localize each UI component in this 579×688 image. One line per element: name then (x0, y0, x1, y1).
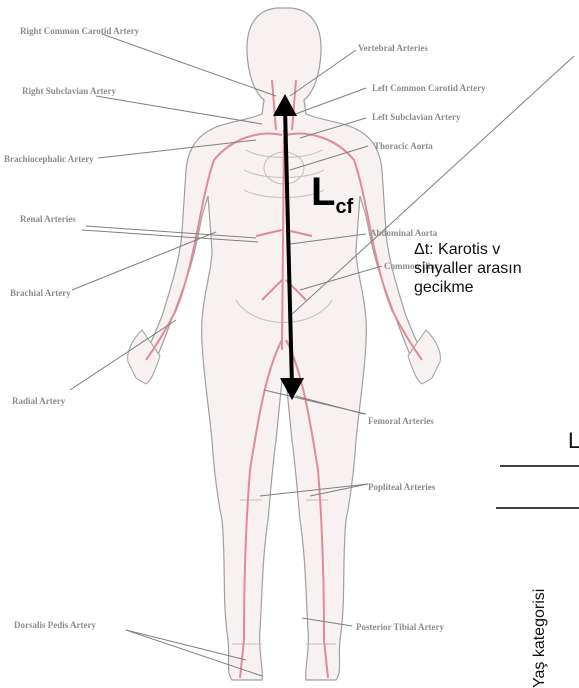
lcf-subscript: cf (335, 196, 353, 218)
label-renal-arteries: Renal Arteries (20, 214, 76, 224)
label-abdominal-aorta: Abdominal Aorta (370, 228, 437, 238)
label-right-subclavian-artery: Right Subclavian Artery (22, 86, 116, 96)
delta-t-line-2: sinyaller arasın (414, 259, 579, 278)
delta-t-line-3: gecikme (414, 278, 579, 297)
label-femoral-arteries: Femoral Arteries (368, 416, 434, 426)
lcf-symbol: L (311, 170, 335, 214)
table-rules (496, 466, 579, 508)
label-popliteal-arteries: Popliteal Arteries (368, 482, 435, 492)
lcf-label: Lcf (311, 170, 353, 215)
label-left-subclavian-artery: Left Subclavian Artery (372, 112, 461, 122)
label-radial-artery: Radial Artery (12, 396, 65, 406)
label-thoracic-aorta: Thoracic Aorta (374, 141, 433, 151)
label-posterior-tibial-artery: Posterior Tibial Artery (356, 622, 444, 632)
delta-t-line-1: Δt: Karotis v (414, 240, 579, 259)
label-brachial-artery: Brachial Artery (10, 288, 71, 298)
label-brachiocephalic-artery: Brachiocephalic Artery (4, 154, 94, 164)
table-header-partial: L (568, 428, 579, 454)
label-right-common-carotid-artery: Right Common Carotid Artery (20, 26, 139, 36)
delta-t-description: Δt: Karotis v sinyaller arasın gecikme (414, 240, 579, 297)
label-left-common-carotid-artery: Left Common Carotid Artery (372, 83, 486, 93)
age-category-label: Yaş kategorisi (531, 589, 549, 688)
label-dorsalis-pedis-artery: Dorsalis Pedis Artery (14, 620, 96, 630)
label-vertebral-arteries: Vertebral Arteries (358, 43, 428, 53)
